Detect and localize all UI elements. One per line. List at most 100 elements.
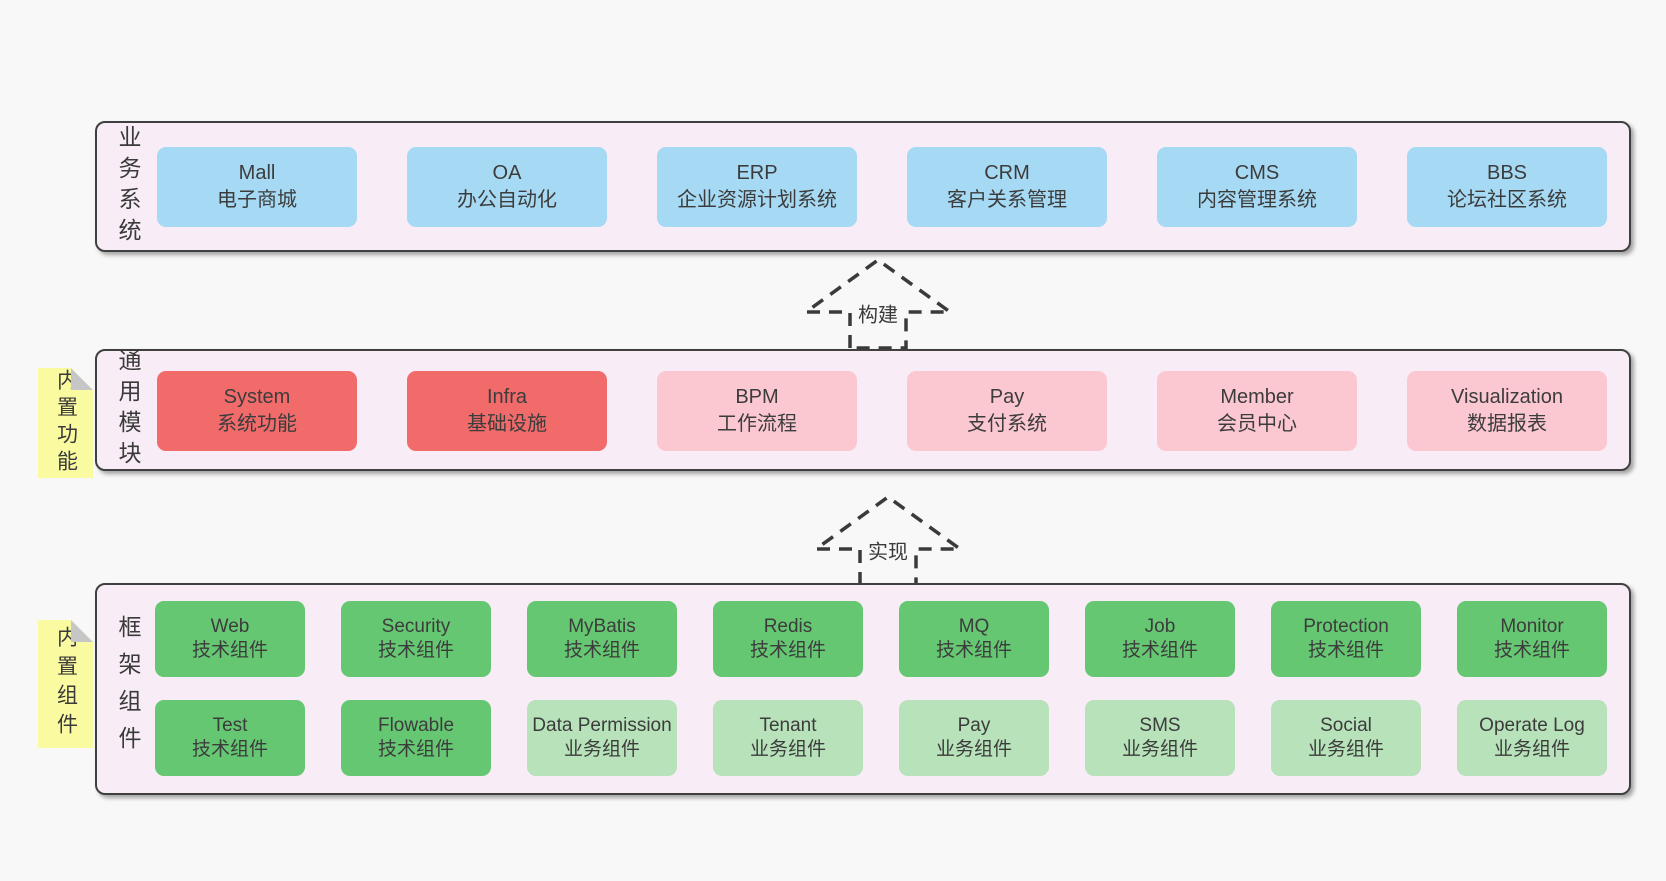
box-flowable: Flowable 技术组件 [341, 700, 491, 776]
box-subtitle: 业务组件 [1307, 739, 1384, 760]
box-subtitle: 内容管理系统 [1197, 189, 1317, 211]
box-web: Web 技术组件 [155, 601, 305, 677]
box-title: Redis [763, 616, 813, 637]
box-security: Security 技术组件 [341, 601, 491, 677]
box-pay-module: Pay 支付系统 [907, 371, 1107, 451]
box-visualization: Visualization 数据报表 [1407, 371, 1607, 451]
builtin-functions-sticky-label: 内置功能 [54, 369, 78, 477]
box-operate-log: Operate Log 业务组件 [1457, 700, 1607, 776]
box-protection: Protection 技术组件 [1271, 601, 1421, 677]
box-title: BBS [1486, 162, 1528, 184]
box-title: Data Permission [532, 715, 672, 736]
box-title: System [223, 386, 291, 408]
box-subtitle: 企业资源计划系统 [677, 189, 837, 211]
common-modules-box-row: System 系统功能 Infra 基础设施 BPM 工作流程 Pay 支付系统… [157, 371, 1607, 451]
box-title: Visualization [1451, 386, 1563, 408]
folded-corner-icon [71, 620, 93, 642]
box-subtitle: 会员中心 [1217, 413, 1297, 435]
box-title: CMS [1234, 162, 1280, 184]
builtin-components-sticky-label: 内置组件 [54, 626, 78, 742]
box-social: Social 业务组件 [1271, 700, 1421, 776]
box-title: Pay [989, 386, 1025, 408]
box-subtitle: 数据报表 [1467, 413, 1547, 435]
business-systems-layer: 业务系统 Mall 电子商城 OA 办公自动化 ERP 企业资源计划系统 CRM… [95, 121, 1631, 252]
box-subtitle: 技术组件 [191, 640, 268, 661]
box-pay-component: Pay 业务组件 [899, 700, 1049, 776]
box-subtitle: 业务组件 [1121, 739, 1198, 760]
box-title: OA [492, 162, 522, 184]
implement-arrow-icon [810, 494, 966, 587]
box-subtitle: 基础设施 [467, 413, 547, 435]
box-subtitle: 业务组件 [563, 739, 640, 760]
box-system: System 系统功能 [157, 371, 357, 451]
box-title: Infra [486, 386, 528, 408]
box-subtitle: 业务组件 [749, 739, 826, 760]
box-subtitle: 技术组件 [563, 640, 640, 661]
framework-components-layer: 框架组件 Web 技术组件 Security 技术组件 MyBatis 技术组件… [95, 583, 1631, 795]
box-subtitle: 技术组件 [377, 739, 454, 760]
box-title: Member [1220, 386, 1294, 408]
box-subtitle: 技术组件 [935, 640, 1012, 661]
box-subtitle: 技术组件 [749, 640, 826, 661]
box-subtitle: 工作流程 [717, 413, 797, 435]
framework-components-layer-label: 框架组件 [115, 615, 141, 763]
box-oa: OA 办公自动化 [407, 147, 607, 227]
biz-components-row: Test 技术组件 Flowable 技术组件 Data Permission … [155, 700, 1607, 776]
box-tenant: Tenant 业务组件 [713, 700, 863, 776]
box-title: Security [381, 616, 451, 637]
box-title: Job [1144, 616, 1176, 637]
box-mall: Mall 电子商城 [157, 147, 357, 227]
build-arrow-label: 构建 [854, 297, 902, 329]
box-cms: CMS 内容管理系统 [1157, 147, 1357, 227]
box-bpm: BPM 工作流程 [657, 371, 857, 451]
box-infra: Infra 基础设施 [407, 371, 607, 451]
box-title: Tenant [759, 715, 817, 736]
box-title: MyBatis [568, 616, 636, 637]
box-subtitle: 技术组件 [1307, 640, 1384, 661]
implement-arrow-label: 实现 [864, 534, 912, 566]
box-subtitle: 技术组件 [1493, 640, 1570, 661]
business-systems-box-row: Mall 电子商城 OA 办公自动化 ERP 企业资源计划系统 CRM 客户关系… [157, 147, 1607, 227]
box-title: Pay [957, 715, 991, 736]
box-title: Protection [1303, 616, 1389, 637]
box-test: Test 技术组件 [155, 700, 305, 776]
box-title: BPM [735, 386, 779, 408]
box-title: Flowable [377, 715, 455, 736]
box-title: Social [1320, 715, 1372, 736]
folded-corner-icon [71, 368, 93, 390]
box-subtitle: 电子商城 [217, 189, 297, 211]
box-title: Test [212, 715, 248, 736]
box-member: Member 会员中心 [1157, 371, 1357, 451]
box-erp: ERP 企业资源计划系统 [657, 147, 857, 227]
box-data-permission: Data Permission 业务组件 [527, 700, 677, 776]
box-title: SMS [1139, 715, 1181, 736]
box-subtitle: 系统功能 [217, 413, 297, 435]
box-subtitle: 业务组件 [935, 739, 1012, 760]
box-subtitle: 办公自动化 [457, 189, 557, 211]
box-bbs: BBS 论坛社区系统 [1407, 147, 1607, 227]
business-systems-layer-label: 业务系统 [115, 124, 141, 249]
box-redis: Redis 技术组件 [713, 601, 863, 677]
common-modules-layer: 通用模块 System 系统功能 Infra 基础设施 BPM 工作流程 Pay… [95, 348, 1631, 472]
box-sms: SMS 业务组件 [1085, 700, 1235, 776]
box-title: CRM [984, 162, 1030, 184]
box-subtitle: 技术组件 [377, 640, 454, 661]
box-title: Mall [238, 162, 276, 184]
box-subtitle: 业务组件 [1493, 739, 1570, 760]
box-mybatis: MyBatis 技术组件 [527, 601, 677, 677]
builtin-components-sticky-note: 内置组件 [38, 620, 93, 748]
box-subtitle: 技术组件 [1121, 640, 1198, 661]
box-mq: MQ 技术组件 [899, 601, 1049, 677]
box-crm: CRM 客户关系管理 [907, 147, 1107, 227]
box-job: Job 技术组件 [1085, 601, 1235, 677]
common-modules-layer-label: 通用模块 [115, 348, 141, 472]
tech-components-row: Web 技术组件 Security 技术组件 MyBatis 技术组件 Redi… [155, 601, 1607, 677]
build-arrow-icon [800, 257, 956, 350]
box-monitor: Monitor 技术组件 [1457, 601, 1607, 677]
box-subtitle: 支付系统 [967, 413, 1047, 435]
box-subtitle: 论坛社区系统 [1447, 189, 1567, 211]
builtin-functions-sticky-note: 内置功能 [38, 368, 93, 478]
box-title: Web [210, 616, 250, 637]
box-title: Operate Log [1479, 715, 1585, 736]
box-title: Monitor [1500, 616, 1564, 637]
